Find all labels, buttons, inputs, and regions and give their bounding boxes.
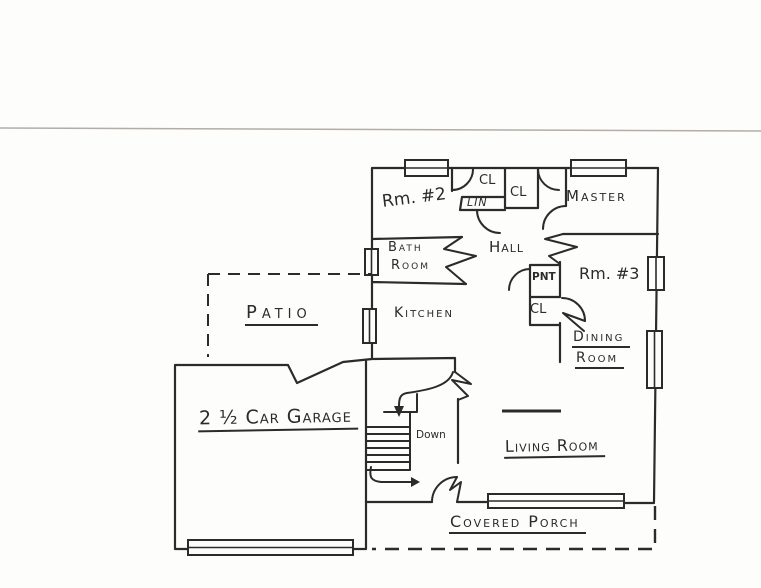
scan-artifact-line <box>0 127 761 132</box>
stairs <box>365 393 418 471</box>
room-label-master: Master <box>566 187 627 205</box>
window-midlines <box>188 167 657 549</box>
room-label-garage: 2 ½ Car Garage <box>197 405 359 433</box>
stair-down-arrow <box>398 371 454 407</box>
room-label-closet-master: CL <box>510 185 527 200</box>
room-label-dining-line1: Dining <box>572 330 631 348</box>
room-label-porch: Covered Porch <box>449 514 586 534</box>
room-label-linen: LIN <box>467 196 488 209</box>
room-label-living: Living Room <box>503 435 605 459</box>
door-swing-arcs <box>431 167 586 503</box>
entry-arrowhead <box>411 477 420 487</box>
stair-down-arrowhead <box>394 406 404 417</box>
room-label-kitchen: Kitchen <box>394 305 454 321</box>
room-label-bath-line2: Room <box>391 258 430 273</box>
stairs-direction-label: Down <box>416 429 446 441</box>
door-opening-zigzags <box>443 233 586 503</box>
flow-arrows <box>369 371 454 487</box>
porch-boundary <box>372 506 657 551</box>
room-label-patio: Patio <box>245 304 318 326</box>
room-label-bath-line1: Bath <box>388 240 423 255</box>
windows <box>187 159 665 556</box>
room-label-closet-hall: CL <box>530 302 547 317</box>
room-label-rm3: Rm. #3 <box>579 264 640 283</box>
room-label-closet-rm2: CL <box>479 173 496 188</box>
room-label-hall: Hall <box>489 238 525 256</box>
patio-boundary <box>207 273 372 357</box>
room-label-dining-line2: Room <box>575 351 625 369</box>
entry-arrow <box>369 466 412 483</box>
room-label-pantry: PNT <box>532 271 556 283</box>
